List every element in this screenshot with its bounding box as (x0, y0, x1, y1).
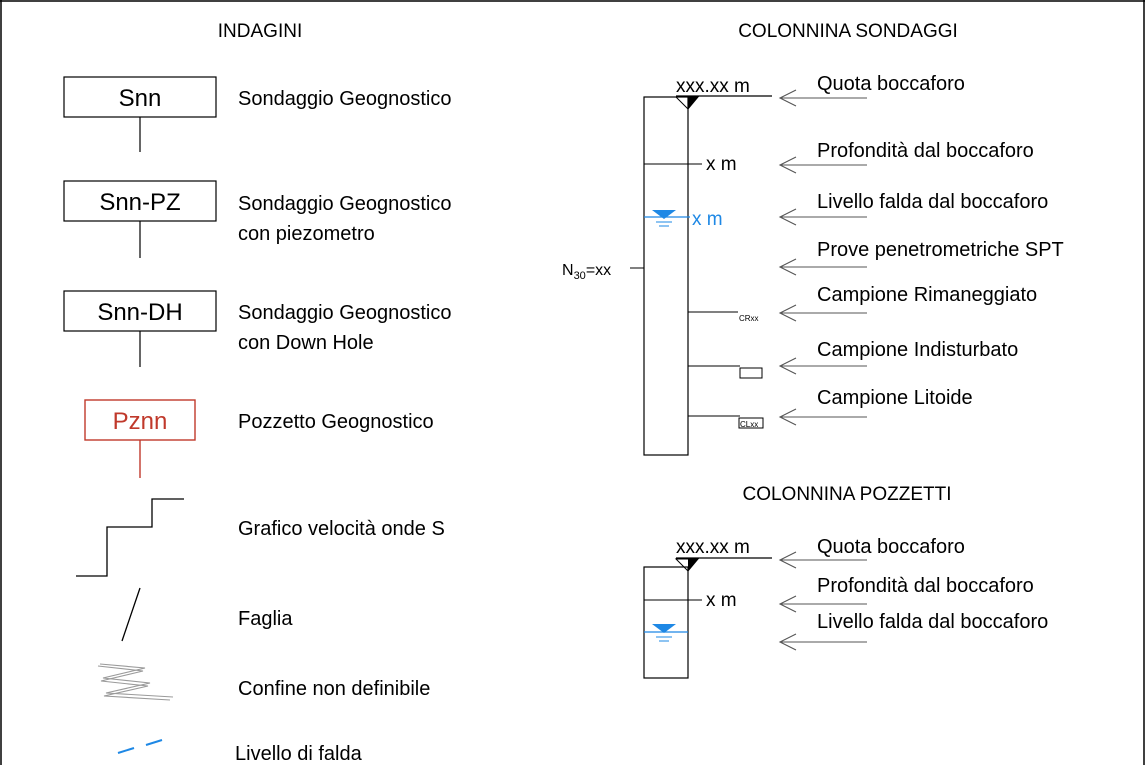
sondaggi-depth: x m (706, 154, 737, 175)
sondaggio-desc: Sondaggio Geognostico (238, 88, 452, 110)
pozzetti-column (643, 566, 689, 679)
water-level-label: Livello di falda (235, 743, 363, 765)
sondaggi-callout-falda: Livello falda dal boccaforo (817, 191, 1048, 213)
sondaggi-callout-spt: Prove penetrometriche SPT (817, 239, 1064, 261)
sondaggi-cl-label: CLxx (740, 420, 758, 429)
sondaggio-pz-code: Snn-PZ (99, 189, 180, 216)
sondaggio-pz-desc-1: Sondaggio Geognostico (238, 193, 452, 215)
sondaggio-dh-symbol: Snn-DH (63, 290, 217, 367)
pozzetto-code: Pznn (113, 408, 168, 435)
pozzetti-elevation: xxx.xx m (676, 537, 750, 558)
sondaggio-dh-code: Snn-DH (97, 299, 182, 326)
pozzetti-elevation-marker-fill (688, 559, 698, 571)
zigzag-label: Confine non definibile (238, 678, 430, 700)
fault-line-icon (121, 587, 141, 642)
pozzetti-heading: COLONNINA POZZETTI (742, 484, 951, 505)
sondaggio-pz-symbol: Snn-PZ (63, 180, 217, 258)
sondaggi-callout-quota: Quota boccaforo (817, 73, 965, 95)
sondaggi-cr-label: CRxx (739, 314, 759, 323)
pozzetto-symbol: Pznn (84, 399, 196, 478)
sondaggi-heading: COLONNINA SONDAGGI (738, 21, 958, 42)
step-graph-label: Grafico velocità onde S (238, 518, 445, 540)
dashed-water-line-icon (117, 739, 163, 754)
sondaggi-ci-box (739, 367, 763, 379)
step-graph-icon (76, 498, 184, 577)
pozzetti-callout-profondita: Profondità dal boccaforo (817, 575, 1034, 597)
sondaggio-dh-desc-2: con Down Hole (238, 332, 374, 354)
sondaggi-column (643, 96, 689, 456)
sondaggi-elevation: xxx.xx m (676, 76, 750, 97)
pozzetti-callout-falda: Livello falda dal boccaforo (817, 611, 1048, 633)
sondaggi-callout-litoide: Campione Litoide (817, 387, 973, 409)
sondaggi-callout-profondita: Profondità dal boccaforo (817, 140, 1034, 162)
sondaggio-symbol: Snn (63, 76, 217, 152)
pozzetto-desc: Pozzetto Geognostico (238, 411, 434, 433)
sondaggio-code: Snn (119, 85, 162, 112)
sondaggi-arrows (778, 89, 867, 426)
sondaggi-callout-rimaneggiato: Campione Rimaneggiato (817, 284, 1037, 306)
sondaggi-water-depth: x m (692, 209, 723, 230)
sondaggio-pz-desc-2: con piezometro (238, 223, 375, 245)
pozzetti-arrows (778, 551, 867, 651)
fault-label: Faglia (238, 608, 293, 630)
pozzetti-callout-quota: Quota boccaforo (817, 536, 965, 558)
sondaggi-elevation-marker-fill (688, 97, 698, 109)
pozzetti-water-icon (644, 624, 688, 642)
sondaggio-dh-desc-1: Sondaggio Geognostico (238, 302, 452, 324)
indagini-heading: INDAGINI (218, 21, 302, 42)
sondaggi-water-icon (644, 210, 690, 227)
zigzag-boundary-icon (97, 663, 174, 701)
pozzetti-depth: x m (706, 590, 737, 611)
sondaggi-callout-indisturbato: Campione Indisturbato (817, 339, 1018, 361)
sondaggi-spt-label: N30=xx (562, 262, 611, 282)
sondaggi-cl-box (738, 417, 764, 429)
